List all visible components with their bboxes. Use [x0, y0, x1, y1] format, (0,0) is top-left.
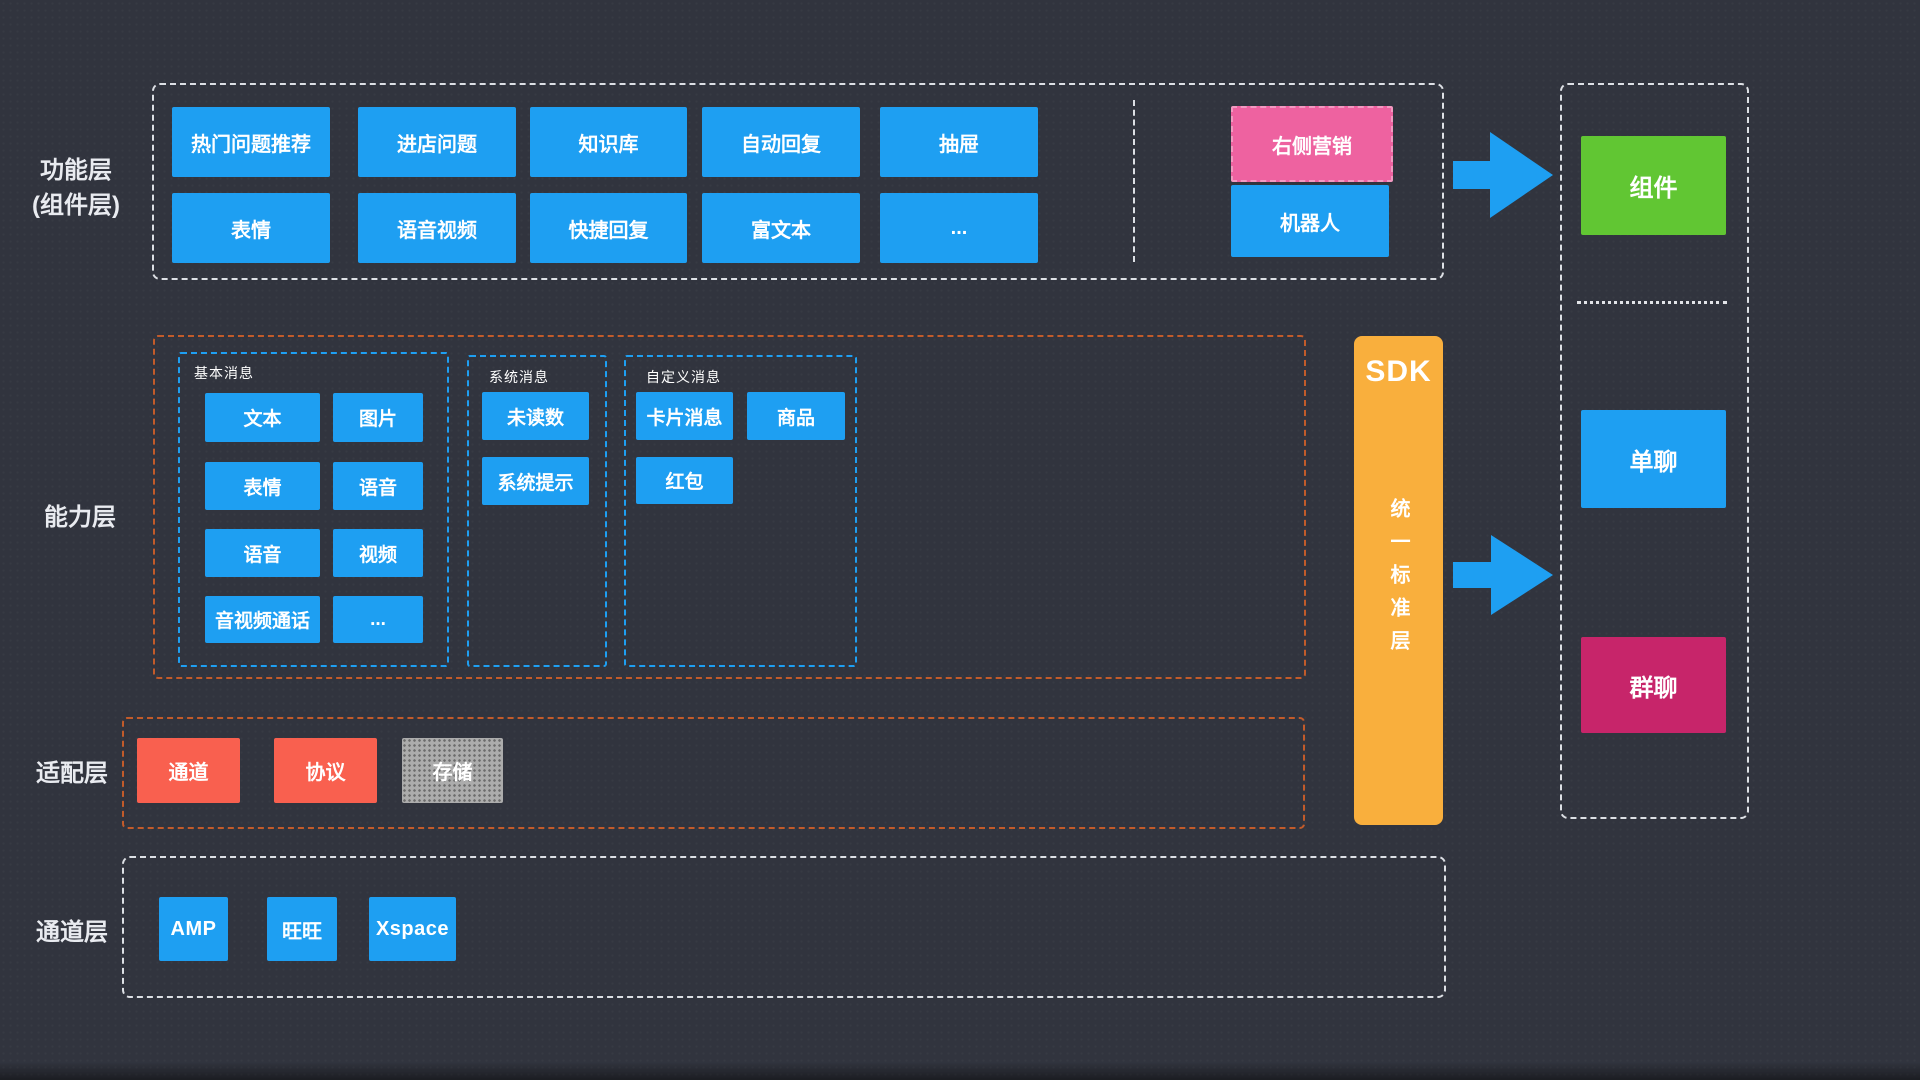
function-layer-container	[152, 83, 1444, 280]
feature-node-hot-questions: 热门问题推荐	[172, 107, 330, 177]
sdk-subtitle: 统一标准层	[1387, 498, 1409, 663]
arrow-right-icon	[1453, 132, 1553, 218]
capability-layer-container	[153, 335, 1306, 679]
feature-node-drawer: 抽屉	[880, 107, 1038, 177]
capability-node-product: 商品	[747, 392, 845, 440]
capability-node-more: ...	[333, 596, 423, 643]
function-layer-label-line1: 功能层	[40, 157, 112, 184]
sdk-column: SDK 统一标准层	[1354, 336, 1443, 825]
sdk-title: SDK	[1365, 355, 1432, 388]
adapter-node-storage: 存储	[402, 738, 503, 803]
capability-node-unread-count: 未读数	[482, 392, 589, 440]
feature-node-robot: 机器人	[1231, 185, 1389, 257]
capability-layer-label: 能力层	[44, 504, 116, 531]
panel-node-single-chat: 单聊	[1581, 410, 1726, 508]
adapter-node-protocol: 协议	[274, 738, 377, 803]
panel-node-component: 组件	[1581, 136, 1726, 235]
feature-node-store-questions: 进店问题	[358, 107, 516, 177]
adapter-node-channel: 通道	[137, 738, 240, 803]
capability-node-system-tip: 系统提示	[482, 457, 589, 505]
basic-message-group: 基本消息	[178, 352, 449, 667]
adapter-layer-label: 适配层	[36, 760, 108, 787]
adapter-layer-container	[122, 717, 1305, 829]
function-layer-label-line2: (组件层)	[32, 192, 120, 219]
capability-node-video: 视频	[333, 529, 423, 577]
feature-node-emoji: 表情	[172, 193, 330, 263]
capability-node-red-packet: 红包	[636, 457, 733, 504]
function-layer-label: 功能层 (组件层)	[16, 153, 136, 223]
channel-layer-container	[122, 856, 1446, 998]
system-message-group: 系统消息	[467, 355, 607, 667]
capability-node-card-message: 卡片消息	[636, 392, 733, 440]
feature-node-quick-reply: 快捷回复	[530, 193, 687, 263]
channel-layer-label: 通道层	[36, 919, 108, 946]
arrow-right-icon	[1453, 535, 1553, 615]
panel-node-group-chat: 群聊	[1581, 637, 1726, 733]
system-message-group-title: 系统消息	[489, 369, 549, 385]
capability-node-image: 图片	[333, 393, 423, 442]
feature-node-right-marketing: 右侧营销	[1231, 106, 1393, 182]
channel-node-wangwang: 旺旺	[267, 897, 337, 961]
components-panel	[1560, 83, 1749, 819]
panel-separator	[1577, 301, 1727, 304]
custom-message-group: 自定义消息	[624, 355, 857, 667]
feature-node-knowledge-base: 知识库	[530, 107, 687, 177]
channel-node-xspace: Xspace	[369, 897, 456, 961]
capability-node-voice: 语音	[333, 462, 423, 510]
function-layer-divider	[1133, 100, 1135, 262]
feature-node-auto-reply: 自动回复	[702, 107, 860, 177]
feature-node-more: ...	[880, 193, 1038, 263]
channel-node-amp: AMP	[159, 897, 228, 961]
basic-message-group-title: 基本消息	[194, 365, 254, 381]
feature-node-voice-video: 语音视频	[358, 193, 516, 263]
capability-node-text: 文本	[205, 393, 320, 442]
capability-node-emoji: 表情	[205, 462, 320, 510]
feature-node-rich-text: 富文本	[702, 193, 860, 263]
capability-node-av-call: 音视频通话	[205, 596, 320, 643]
custom-message-group-title: 自定义消息	[646, 369, 721, 385]
capability-node-audio: 语音	[205, 529, 320, 577]
